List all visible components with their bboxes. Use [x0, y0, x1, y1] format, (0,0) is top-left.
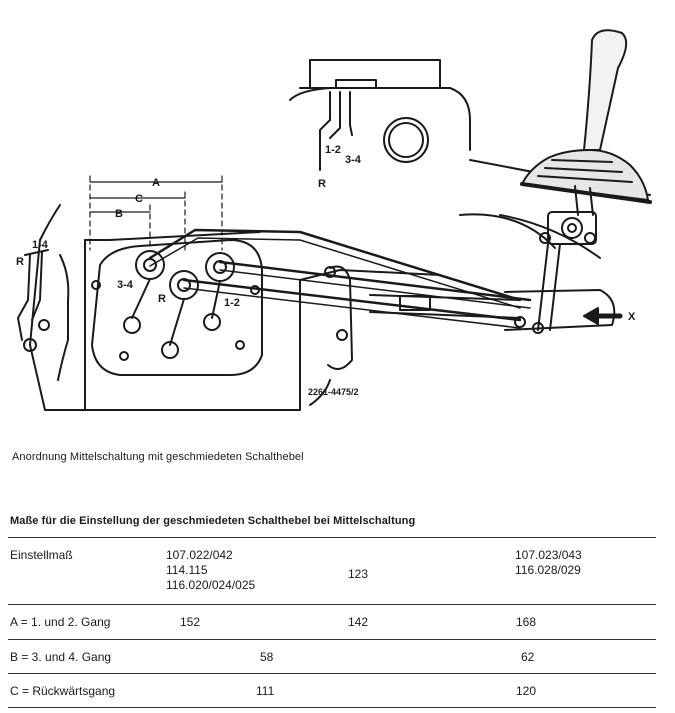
- label-dim-b: B: [115, 208, 123, 220]
- label-gear-34: 3-4: [117, 279, 134, 291]
- header-col3: 107.023/043 116.028/029: [515, 548, 582, 577]
- label-gear-12-inset: 1-2: [325, 144, 341, 156]
- part-number: 2261-4475/2: [308, 387, 359, 397]
- row-value: 120: [516, 684, 537, 698]
- table-rule-top: [8, 537, 656, 538]
- row-value: 62: [521, 650, 535, 664]
- label-gear-r-left: R: [16, 256, 24, 268]
- row-label: B = 3. und 4. Gang: [10, 650, 112, 664]
- label-gear-34-inset: 3-4: [345, 154, 362, 166]
- row-value: 142: [348, 615, 369, 629]
- header-col2: 123: [348, 567, 369, 581]
- left-shift-detail: [17, 249, 70, 381]
- transmission-housing: [29, 204, 441, 411]
- label-view-x: X: [628, 311, 636, 323]
- row-label: C = Rückwärtsgang: [10, 684, 116, 698]
- table-rule: [8, 639, 656, 640]
- label-gear-12: 1-2: [224, 297, 240, 309]
- shift-rods: [148, 228, 616, 334]
- shift-linkage-drawing: A C B 1-4 R 1-2 3-4 R 3-4 R 1-2 X 2261-4…: [16, 29, 652, 411]
- table-title: Maße für die Einstellung der geschmiedet…: [10, 515, 416, 527]
- label-dim-a: A: [152, 177, 160, 189]
- row-value: 58: [260, 650, 274, 664]
- header-label: Einstellmaß: [10, 548, 73, 562]
- label-gear-r: R: [158, 293, 166, 305]
- table-rule: [8, 604, 656, 605]
- table-rule-bottom: [8, 707, 656, 708]
- label-gear-14: 1-4: [32, 239, 49, 251]
- row-value: 152: [180, 615, 201, 629]
- label-dim-c: C: [135, 193, 143, 205]
- header-col1: 107.022/042 114.115 116.020/024/025: [166, 548, 256, 592]
- table-rule: [8, 673, 656, 674]
- row-label: A = 1. und 2. Gang: [10, 615, 111, 629]
- dimension-lines: [89, 175, 223, 251]
- figure-caption: Anordnung Mittelschaltung mit geschmiede…: [12, 451, 304, 463]
- row-value: 111: [256, 684, 275, 698]
- row-value: 168: [516, 615, 537, 629]
- label-gear-r-inset: R: [318, 178, 326, 190]
- view-x-arrowhead: [583, 307, 599, 325]
- shift-lever: [459, 29, 652, 331]
